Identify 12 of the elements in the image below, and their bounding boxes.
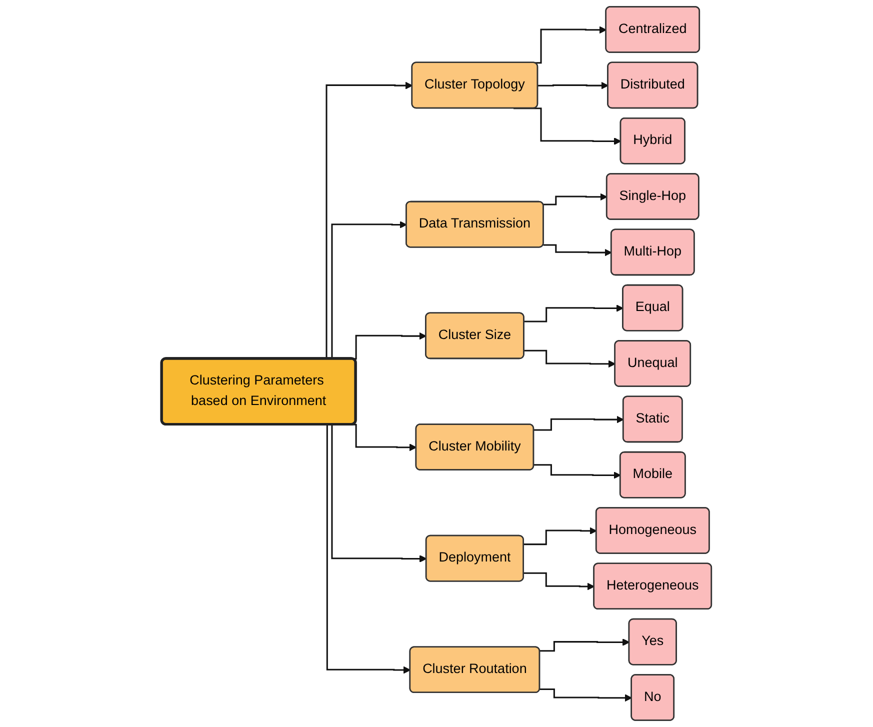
arrow <box>543 244 612 256</box>
arrow <box>524 572 595 590</box>
arrow <box>524 350 616 368</box>
arrow <box>540 638 630 652</box>
arrow <box>538 82 608 90</box>
arrow <box>534 464 621 479</box>
arrow <box>534 416 624 431</box>
arrow <box>524 527 597 546</box>
arrow <box>540 688 632 702</box>
arrow <box>543 193 608 206</box>
arrow <box>524 304 624 322</box>
arrow <box>514 108 622 145</box>
